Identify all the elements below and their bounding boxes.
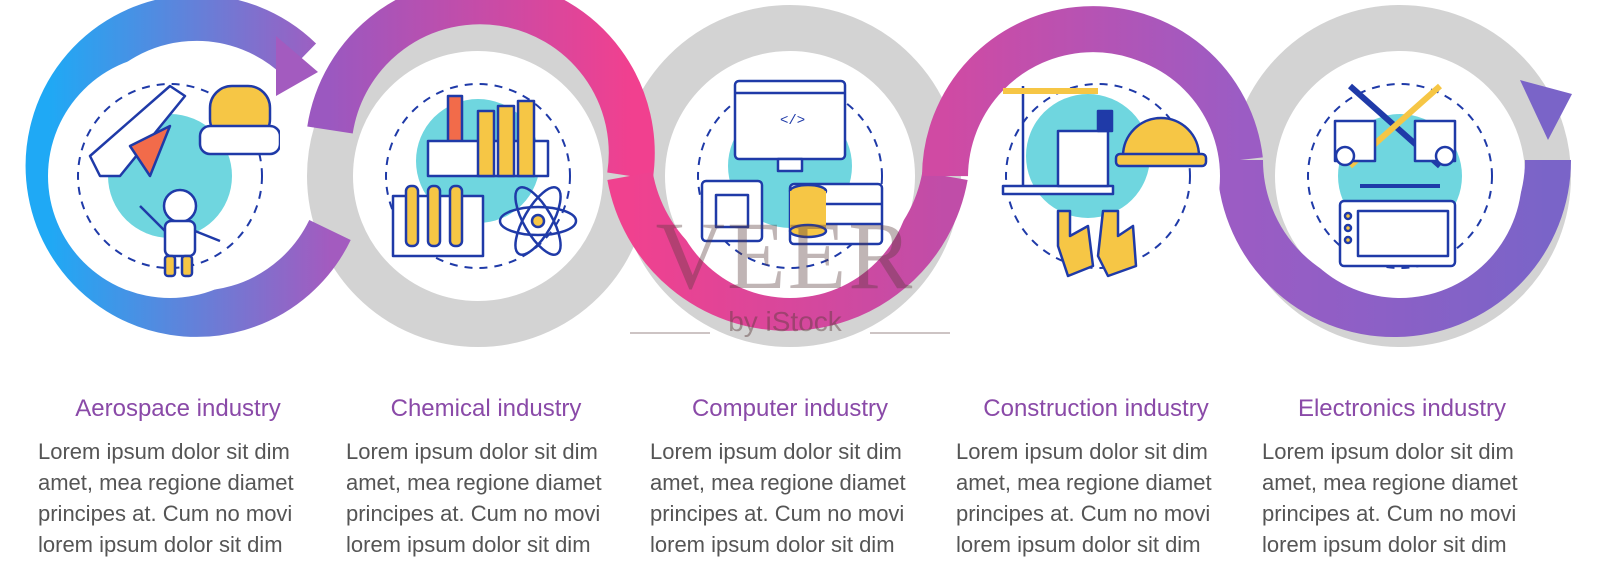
- step-description: Lorem ipsum dolor sit dim amet, mea regi…: [946, 436, 1246, 560]
- step-line: principes at. Cum no movi: [346, 501, 601, 526]
- step-line: amet, mea regione diamet: [650, 470, 906, 495]
- step-line: principes at. Cum no movi: [956, 501, 1211, 526]
- watermark-logo: VEER: [655, 202, 915, 309]
- svg-text:</>: </>: [780, 113, 805, 129]
- step-description: Lorem ipsum dolor sit dim amet, mea regi…: [640, 436, 940, 560]
- step-caption-computer: Computer industry Lorem ipsum dolor sit …: [640, 392, 940, 560]
- ribbon-arrow-5: [1520, 80, 1572, 140]
- step-title: Aerospace industry: [75, 395, 281, 422]
- step-line: lorem ipsum dolor sit dim: [956, 532, 1201, 557]
- step-title: Electronics industry: [1297, 395, 1507, 422]
- ribbon-arrow-1: [276, 36, 318, 96]
- step-description: Lorem ipsum dolor sit dim amet, mea regi…: [28, 436, 328, 560]
- step-line: amet, mea regione diamet: [1262, 470, 1518, 495]
- step-title: Chemical industry: [390, 395, 582, 422]
- step-line: Lorem ipsum dolor sit dim: [956, 439, 1208, 464]
- step-line: principes at. Cum no movi: [1262, 501, 1517, 526]
- ribbon-arc-2: [307, 0, 655, 180]
- step-description: Lorem ipsum dolor sit dim amet, mea regi…: [1252, 436, 1552, 560]
- ribbon-arc-3: [607, 171, 968, 331]
- step-caption-construction: Construction industry Lorem ipsum dolor …: [946, 392, 1246, 560]
- electronics-icon: [1290, 66, 1510, 286]
- step-line: Lorem ipsum dolor sit dim: [650, 439, 902, 464]
- step-caption-aerospace: Aerospace industry Lorem ipsum dolor sit…: [28, 392, 328, 560]
- computer-icon: </>: [680, 66, 900, 286]
- watermark-divider-left: [630, 332, 710, 334]
- step-title: Computer industry: [691, 395, 889, 422]
- step-line: amet, mea regione diamet: [956, 470, 1212, 495]
- step-line: lorem ipsum dolor sit dim: [38, 532, 283, 557]
- construction-icon: [988, 66, 1208, 286]
- ribbon-arc-5: [1217, 159, 1571, 337]
- step-title: Construction industry: [983, 395, 1209, 422]
- step-line: amet, mea regione diamet: [38, 470, 294, 495]
- step-line: principes at. Cum no movi: [38, 501, 293, 526]
- step-line: lorem ipsum dolor sit dim: [346, 532, 591, 557]
- chemical-icon: [368, 66, 588, 286]
- step-line: lorem ipsum dolor sit dim: [1262, 532, 1507, 557]
- ribbon-arc-4: [922, 6, 1263, 177]
- step-description: Lorem ipsum dolor sit dim amet, mea regi…: [336, 436, 636, 560]
- aerospace-icon: [60, 66, 280, 286]
- step-line: Lorem ipsum dolor sit dim: [346, 439, 598, 464]
- watermark-divider-right: [870, 332, 950, 334]
- step-line: lorem ipsum dolor sit dim: [650, 532, 895, 557]
- step-line: amet, mea regione diamet: [346, 470, 602, 495]
- step-caption-chemical: Chemical industry Lorem ipsum dolor sit …: [336, 392, 636, 560]
- watermark-subtitle: by iStock: [728, 306, 842, 337]
- step-caption-electronics: Electronics industry Lorem ipsum dolor s…: [1252, 392, 1552, 560]
- step-line: Lorem ipsum dolor sit dim: [38, 439, 290, 464]
- step-line: Lorem ipsum dolor sit dim: [1262, 439, 1514, 464]
- step-line: principes at. Cum no movi: [650, 501, 905, 526]
